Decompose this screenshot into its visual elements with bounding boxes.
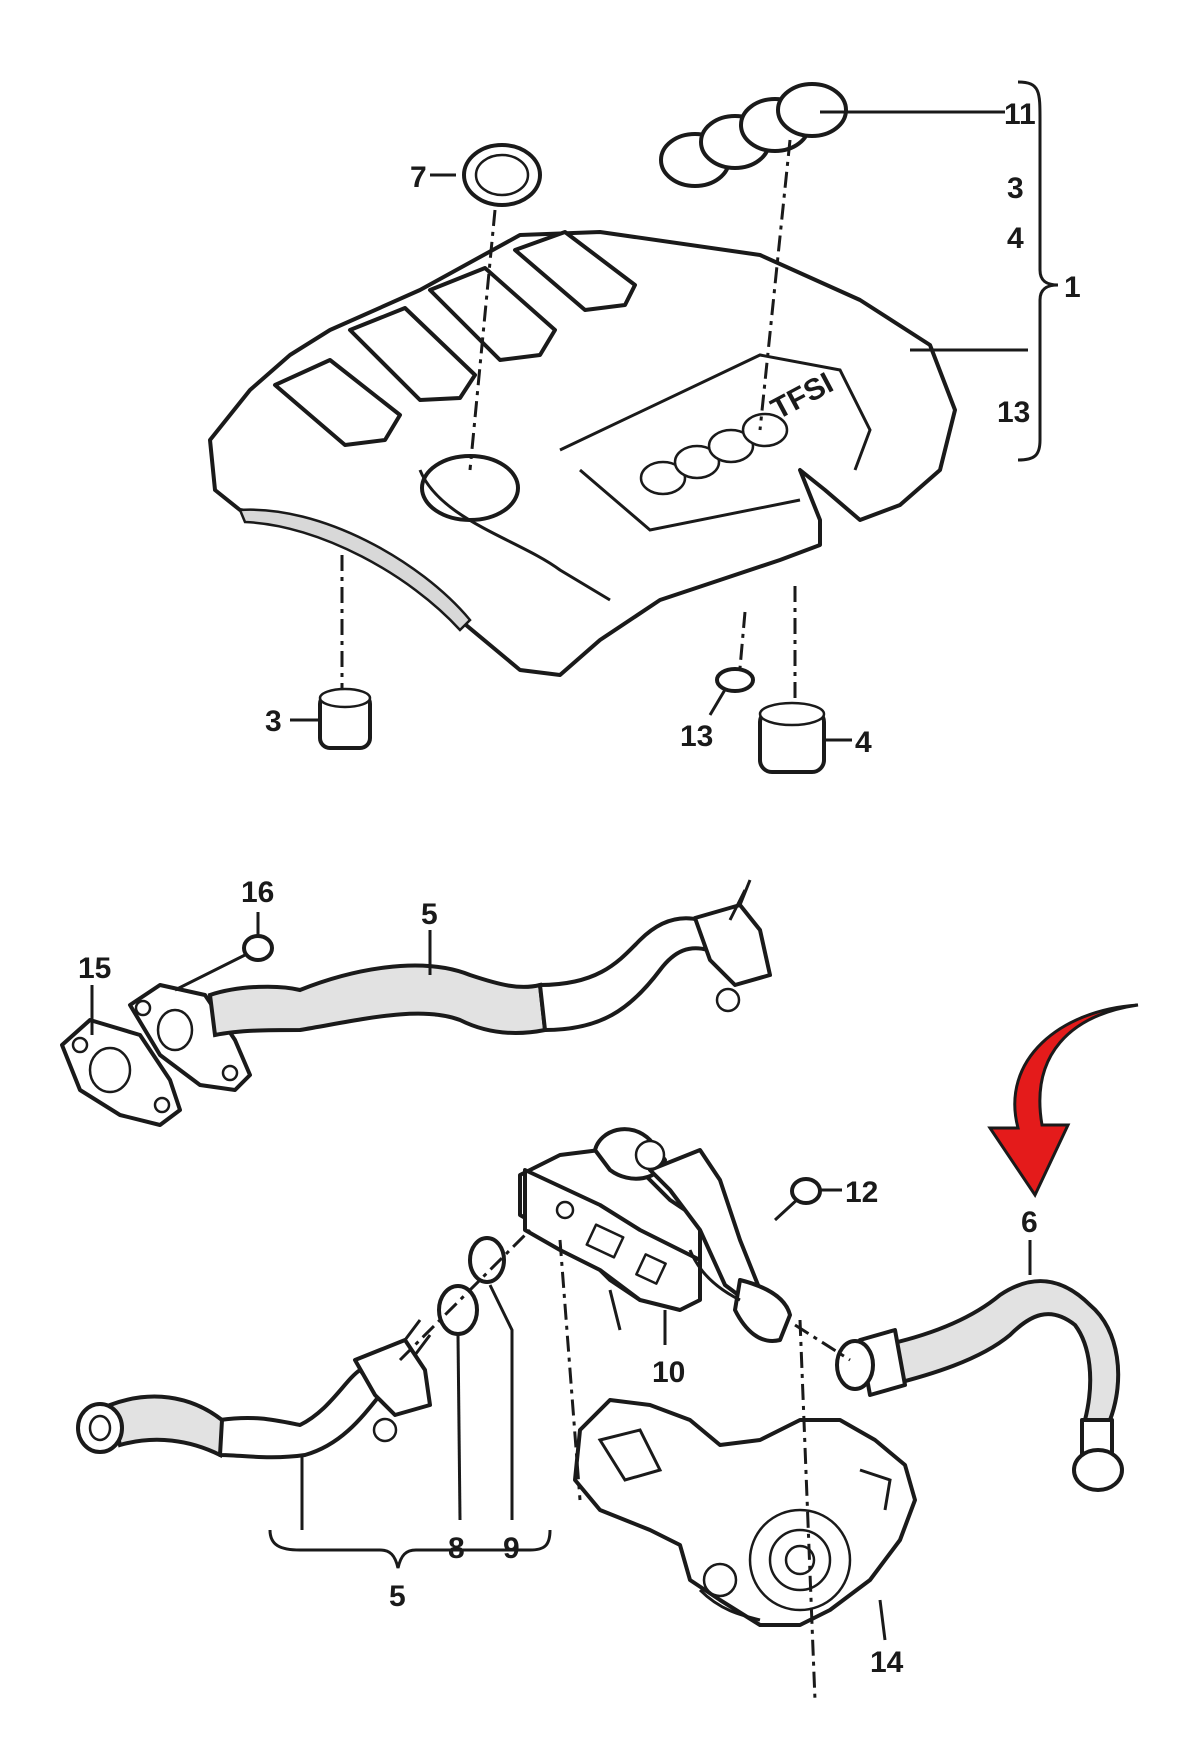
label-7: 7 <box>410 161 427 194</box>
centerline-13 <box>738 611 747 669</box>
label-13: 13 <box>680 720 713 753</box>
separator-assembly: 10 12 6 8 9 5 <box>76 1127 1124 1701</box>
centerline-separator-left <box>558 1239 582 1501</box>
oil-pipe-5 <box>538 916 710 1032</box>
bolt-16 <box>174 953 246 992</box>
filler-cap-part: 7 <box>410 143 542 471</box>
assembly-bracket: 3 4 13 1 <box>910 80 1081 462</box>
label-5-top: 5 <box>421 898 438 931</box>
label-1: 1 <box>1064 271 1081 304</box>
label-6: 6 <box>1021 1206 1038 1239</box>
cover-front-edge <box>238 508 472 632</box>
cover-inner-line <box>579 468 801 532</box>
connecting-pipe-5 <box>218 1368 382 1460</box>
label-3: 3 <box>265 705 282 738</box>
centerline-7 <box>468 209 497 471</box>
cover-rings-emblem <box>639 412 789 496</box>
engine-cover-assembly: TFSI <box>208 230 957 677</box>
cover-rib-3 <box>428 266 557 362</box>
centerline-hose <box>794 1323 851 1362</box>
centerline-oring <box>398 1228 532 1362</box>
label-4-bracket: 4 <box>1007 222 1024 255</box>
label-13-bracket: 13 <box>997 396 1030 429</box>
cover-rib-1 <box>273 358 402 447</box>
rings-emblem-part: 11 <box>659 82 1036 431</box>
nut-13-part: 13 <box>680 611 755 753</box>
curved-arrow-down-icon <box>987 1003 1139 1199</box>
label-12: 12 <box>845 1176 878 1209</box>
label-14: 14 <box>870 1646 904 1679</box>
braided-hose-bottom <box>107 1394 225 1459</box>
label-10: 10 <box>652 1356 685 1389</box>
label-5-bottom: 5 <box>389 1580 406 1613</box>
o-ring-9 <box>468 1236 506 1284</box>
label-11: 11 <box>1004 98 1036 131</box>
cover-rib-2 <box>348 306 477 402</box>
grommet-4-part: 4 <box>758 586 872 774</box>
label-3-bracket: 3 <box>1007 172 1024 205</box>
cover-raised-panel <box>559 353 872 471</box>
cover-rib-4 <box>513 230 637 312</box>
braided-hose-5 <box>207 963 548 1038</box>
label-15: 15 <box>78 952 111 985</box>
arrow-shape <box>987 1003 1139 1199</box>
label-4: 4 <box>855 726 872 759</box>
cover-channel <box>418 469 611 602</box>
label-16: 16 <box>241 876 274 909</box>
grommet-3-part: 3 <box>265 555 372 750</box>
o-ring-8 <box>437 1284 479 1336</box>
oil-line-assembly: 15 16 5 <box>60 876 772 1127</box>
breather-hose-6 <box>882 1279 1121 1422</box>
